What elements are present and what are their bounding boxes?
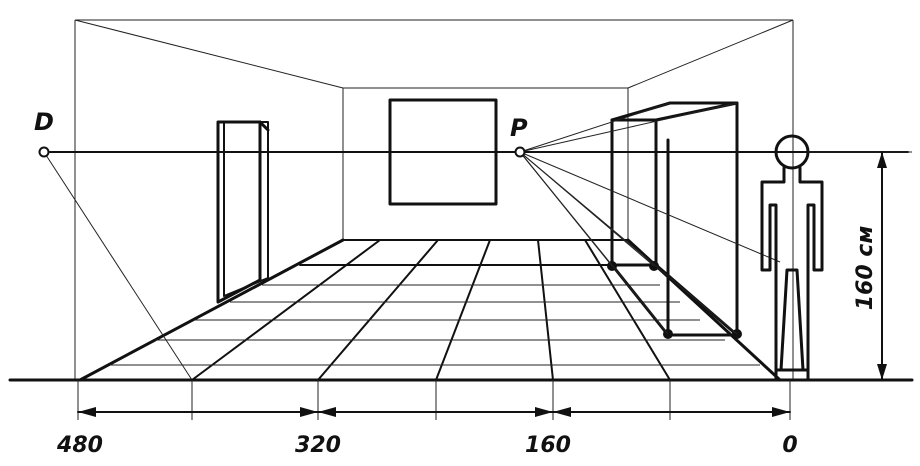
point-d-label: D bbox=[34, 108, 54, 136]
scale-tick-320: 320 bbox=[295, 433, 341, 458]
floor bbox=[78, 238, 782, 382]
floor-grid-transverse-lines bbox=[110, 264, 760, 366]
floor-grid-depth-lines bbox=[191, 239, 671, 381]
door bbox=[216, 120, 270, 304]
point-p bbox=[514, 146, 526, 158]
scale-tick-480: 480 bbox=[56, 433, 103, 458]
scale-tick-0: 0 bbox=[782, 433, 797, 458]
scale-tick-160: 160 bbox=[525, 433, 571, 458]
window bbox=[388, 98, 498, 206]
point-p-label: P bbox=[510, 114, 528, 142]
back-wall bbox=[74, 19, 794, 241]
projection-rays bbox=[519, 102, 781, 335]
point-d bbox=[38, 146, 50, 158]
perspective-box bbox=[610, 101, 739, 337]
height-label: 160 см bbox=[853, 226, 878, 311]
height-dimension: 160 см bbox=[808, 151, 912, 381]
human-figure bbox=[760, 134, 824, 382]
scale-dimension bbox=[77, 380, 791, 420]
distance-diagonal bbox=[43, 151, 193, 381]
